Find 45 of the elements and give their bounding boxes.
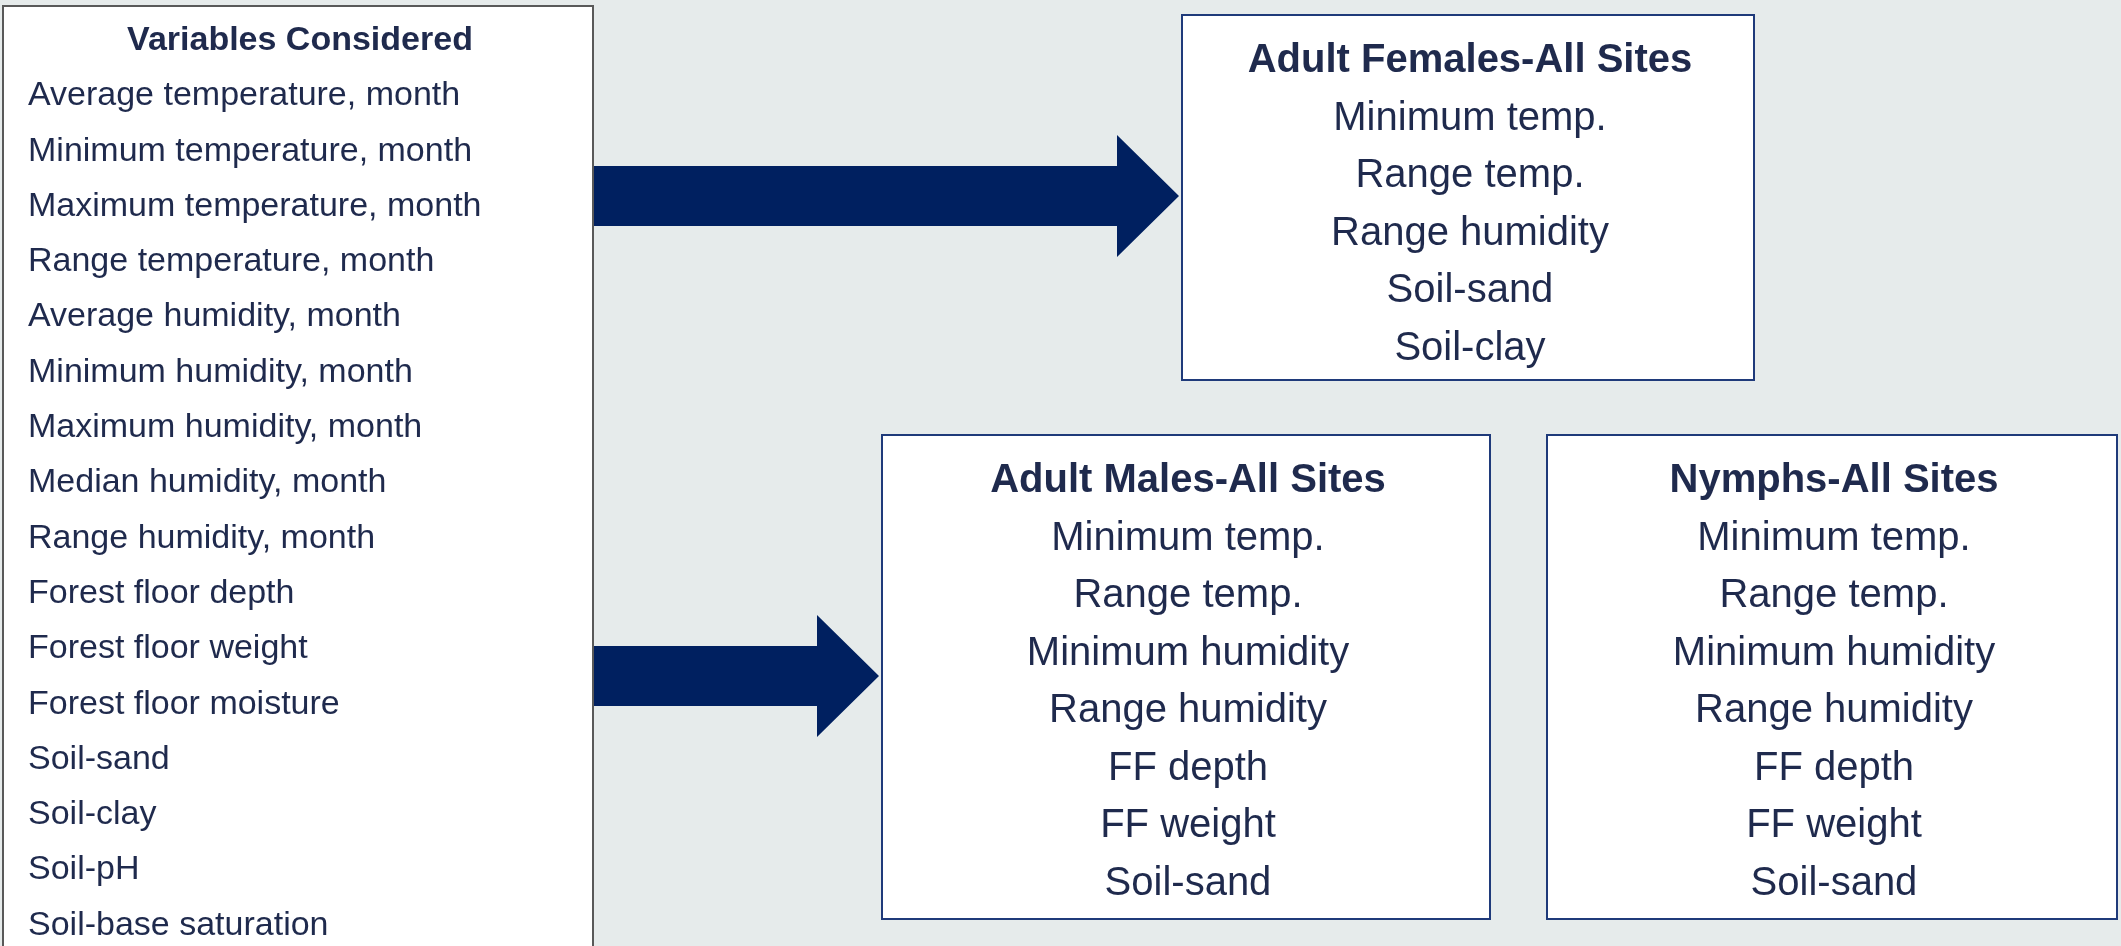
block-arrow xyxy=(594,135,1179,257)
list-item: Average humidity, month xyxy=(28,294,401,336)
list-item: Minimum temp. xyxy=(1051,512,1325,560)
list-item: FF depth xyxy=(1753,742,1915,790)
list-item: FF weight xyxy=(1746,800,1922,847)
list-item: Range temp. xyxy=(1355,150,1585,197)
box-heading: Variables Considered xyxy=(127,18,473,59)
list-item: Minimum temp. xyxy=(1333,92,1607,140)
list-box xyxy=(1546,434,2118,920)
list-item: Range humidity xyxy=(1049,685,1327,732)
list-item: Minimum humidity xyxy=(1672,627,1996,675)
list-box xyxy=(881,434,1491,920)
list-item: Maximum humidity, month xyxy=(28,405,423,447)
list-item: Forest floor moisture xyxy=(28,681,340,723)
list-item: Soil-sand xyxy=(28,736,170,778)
list-item: Minimum temp. xyxy=(1697,512,1971,560)
list-item: Range humidity xyxy=(1331,207,1609,255)
list-item: Soil-pH xyxy=(28,847,140,889)
list-box xyxy=(2,5,594,946)
list-item: Forest floor weight xyxy=(28,626,308,668)
list-item: Range humidity, month xyxy=(28,515,376,557)
list-item: Soil-base saturation xyxy=(28,902,329,944)
list-item: Median humidity, month xyxy=(28,460,387,502)
list-item: Minimum temperature, month xyxy=(28,128,473,170)
list-item: Maximum temperature, month xyxy=(28,183,482,225)
list-item: Average temperature, month xyxy=(28,73,461,115)
list-item: Soil-clay xyxy=(1394,322,1546,370)
list-item: Minimum humidity xyxy=(1026,627,1350,675)
box-heading: Nymphs-All Sites xyxy=(1669,455,1999,502)
list-item: Range humidity xyxy=(1695,685,1973,732)
list-item: Soil-sand xyxy=(1104,857,1272,905)
block-arrow xyxy=(594,615,879,737)
box-heading: Adult Males-All Sites xyxy=(990,455,1386,502)
box-heading: Adult Females-All Sites xyxy=(1247,35,1693,82)
list-item: Soil-sand xyxy=(1386,265,1554,312)
list-item: FF depth xyxy=(1107,742,1269,790)
list-box xyxy=(1181,14,1755,381)
list-item: FF weight xyxy=(1100,800,1276,847)
list-item: Soil-sand xyxy=(1750,857,1918,905)
list-item: Range temp. xyxy=(1073,570,1303,617)
list-item: Soil-clay xyxy=(28,792,157,834)
list-item: Forest floor depth xyxy=(28,570,295,612)
list-item: Range temperature, month xyxy=(28,239,435,281)
list-item: Minimum humidity, month xyxy=(28,349,413,391)
list-item: Range temp. xyxy=(1719,570,1949,617)
